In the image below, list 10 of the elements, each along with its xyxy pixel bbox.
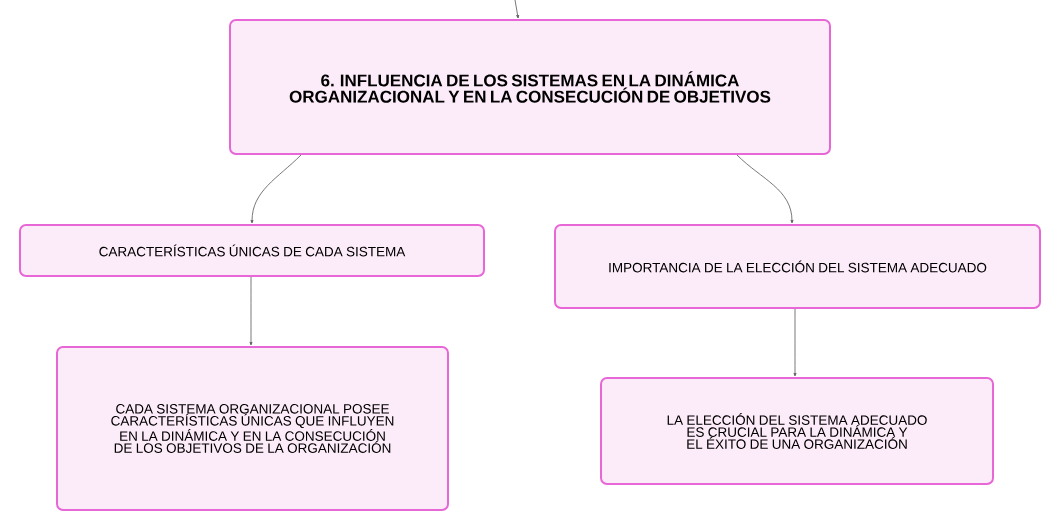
concept-box: LA ELECCIÓN DEL SISTEMA ADECUADO ES CRUCIAL PARA LA DINÁMICA Y EL ÉXITO DE UNA ORGANIZACIÓN (600, 377, 994, 485)
title-box: 6. INFLUENCIA DE LOS SISTEMAS EN LA DINÁMICA ORGANIZACIONAL Y EN LA CONSECUCIÓN DE OBJETIVOS (229, 19, 831, 155)
arrow (514, 0, 520, 19)
arrow (249, 276, 253, 346)
concept-box: CADA SISTEMA ORGANIZACIONAL POSEE CARACTERÍSTICAS ÚNICAS QUE INFLUYEN EN LA DINÁMICA Y EN LA CONSECUCIÓN DE LOS OBJETIVOS DE LA ORGANIZACIÓN (56, 346, 449, 511)
concept-box: CARACTERÍSTICAS ÚNICAS DE CADA SISTEMA (19, 224, 485, 277)
arrow (250, 154, 302, 224)
arrow (793, 308, 797, 377)
concept-box: IMPORTANCIA DE LA ELECCIÓN DEL SISTEMA ADECUADO (554, 224, 1041, 309)
arrow (736, 154, 794, 224)
